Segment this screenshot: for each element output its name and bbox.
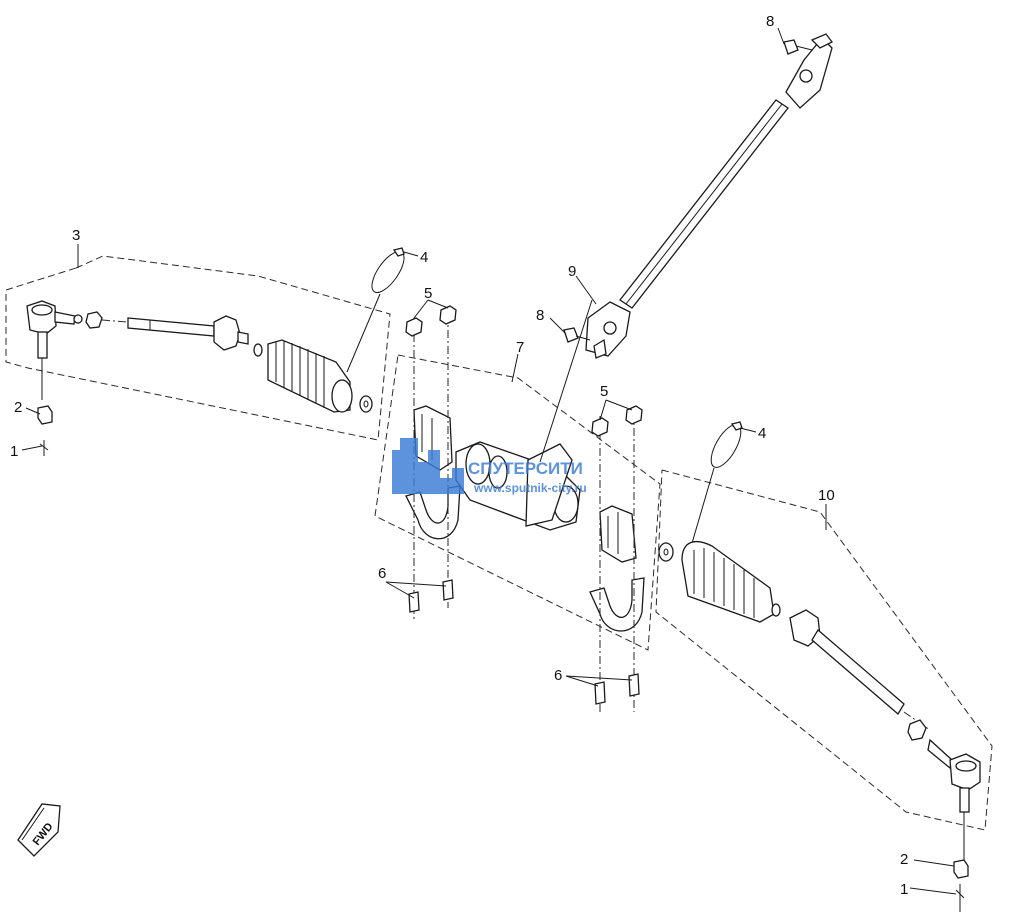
callout-7: 7 bbox=[516, 339, 524, 356]
rack-housing bbox=[455, 299, 593, 531]
right-washer bbox=[658, 542, 674, 562]
upper-universal-joint bbox=[785, 33, 833, 109]
upper-pinch-bolt bbox=[783, 39, 813, 55]
callout-2-left: 2 bbox=[14, 399, 22, 416]
callout-1-left: 1 bbox=[10, 443, 18, 460]
left-nut-pair bbox=[405, 305, 457, 337]
left-washer bbox=[359, 395, 373, 413]
lower-universal-joint bbox=[585, 301, 631, 359]
left-inner-tie-rod bbox=[101, 315, 249, 351]
left-jam-nut bbox=[85, 311, 103, 329]
right-nut-pair bbox=[591, 405, 643, 437]
callout-4-right: 4 bbox=[758, 425, 766, 442]
right-rack-clamp bbox=[589, 577, 645, 632]
group-outline-10 bbox=[655, 469, 993, 831]
group-outline-3 bbox=[5, 255, 391, 441]
right-bellows-boot bbox=[681, 540, 775, 623]
right-lower-nut bbox=[953, 859, 969, 912]
callout-3: 3 bbox=[72, 227, 80, 244]
callout-4-left: 4 bbox=[420, 249, 428, 266]
fwd-direction-arrow-icon: FWD bbox=[17, 803, 61, 857]
group-outline-7 bbox=[374, 354, 661, 651]
intermediate-steering-shaft bbox=[619, 99, 789, 309]
callout-6-left: 6 bbox=[378, 565, 386, 582]
callout-8-top: 8 bbox=[766, 13, 774, 30]
watermark-logo: СПУТЕРСИТИ www.sputnik-city.ru bbox=[392, 438, 587, 495]
right-inner-tie-rod bbox=[789, 609, 931, 731]
right-rack-bushing bbox=[599, 505, 637, 563]
callout-1-right: 1 bbox=[900, 881, 908, 898]
right-tie-rod-end bbox=[927, 738, 981, 860]
callout-10: 10 bbox=[818, 487, 835, 504]
leader-lines bbox=[21, 27, 957, 895]
left-tie-rod-end bbox=[26, 300, 83, 400]
left-boot-clamp bbox=[346, 247, 405, 373]
watermark-name: СПУТЕРСИТИ bbox=[468, 459, 583, 478]
lower-pinch-bolt bbox=[563, 327, 591, 343]
left-lower-nut bbox=[37, 405, 53, 456]
left-bellows-boot bbox=[267, 339, 353, 413]
callout-2-right: 2 bbox=[900, 851, 908, 868]
callout-9: 9 bbox=[568, 263, 576, 280]
callout-5-right: 5 bbox=[600, 383, 608, 400]
callout-5-left: 5 bbox=[424, 285, 432, 302]
left-small-clip bbox=[253, 343, 263, 357]
right-jam-nut bbox=[907, 719, 927, 741]
right-small-clip bbox=[771, 603, 781, 617]
callout-6-right: 6 bbox=[554, 667, 562, 684]
watermark-building-icon bbox=[392, 438, 464, 494]
watermark-url: www.sputnik-city.ru bbox=[473, 481, 587, 495]
callout-8-mid: 8 bbox=[536, 307, 544, 324]
